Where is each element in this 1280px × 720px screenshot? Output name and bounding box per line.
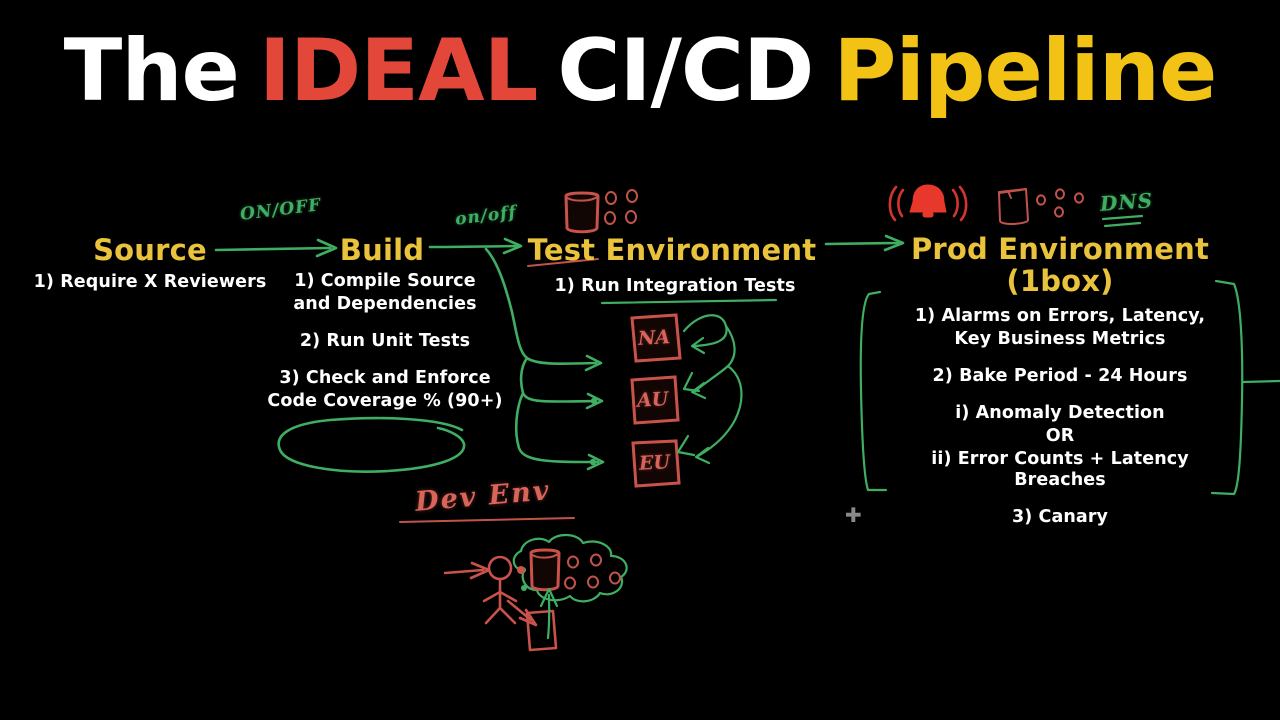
title-word-cicd: CI/CD — [557, 21, 814, 121]
stage-body-test-environment: 1) Run Integration Tests — [530, 276, 820, 297]
stage-heading-test-environment: Test Environment — [527, 233, 817, 267]
stage-body-source: 1) Require X Reviewers — [20, 272, 280, 293]
test-item-1: 1) Run Integration Tests — [554, 276, 796, 296]
underline-test-word — [527, 258, 599, 267]
prod-heading-line-2: (1box) — [1006, 264, 1114, 298]
dev-env-box-to-cloud-arrow — [539, 587, 559, 640]
prod-item-1: 1) Alarms on Errors, Latency, Key Busine… — [914, 306, 1206, 349]
stage-body-build: 1) Compile Source and Dependencies 2) Ru… — [265, 271, 505, 412]
ink-label-dns: DNS — [1099, 188, 1154, 216]
arrow-test-to-prod — [824, 234, 905, 252]
prod-item-4: 3) Canary — [1011, 507, 1109, 527]
source-item-1: 1) Require X Reviewers — [33, 272, 267, 292]
prod-env-instance-dots-icon — [1036, 188, 1084, 218]
dev-env-person-stick-figure-icon — [482, 555, 518, 625]
region-label-au: AU — [636, 388, 669, 412]
region-box-au — [630, 375, 680, 425]
build-item-3: 3) Check and Enforce Code Coverage % (90… — [267, 368, 503, 411]
arrow-source-to-build — [214, 238, 338, 258]
stage-body-prod-environment: 1) Alarms on Errors, Latency, Key Busine… — [890, 306, 1230, 528]
region-box-na — [630, 313, 682, 363]
stage-heading-source: Source — [93, 233, 207, 267]
stage-heading-build: Build — [339, 233, 425, 267]
arrow-build-to-test — [428, 237, 523, 255]
underline-integration-tests — [600, 298, 778, 305]
region-label-na: NA — [637, 326, 671, 350]
dev-env-connection-dot — [517, 566, 525, 574]
prod-heading-line-1: Prod Environment — [910, 232, 1210, 266]
title-word-pipeline: Pipeline — [833, 21, 1217, 121]
dev-env-cloud-instance-dots-icon — [564, 553, 621, 590]
prod-item-2: 2) Bake Period - 24 Hours — [932, 366, 1188, 386]
prod-env-alarm-bell-icon — [888, 184, 968, 222]
dev-env-cloud-database-icon — [529, 548, 561, 592]
prod-right-bracket — [1210, 279, 1280, 496]
region-box-eu — [631, 439, 681, 488]
branch-tree-to-regions — [484, 247, 605, 471]
region-feedback-arrows — [676, 314, 743, 465]
build-item-2: 2) Run Unit Tests — [299, 331, 471, 351]
dns-underline — [1101, 214, 1144, 228]
title-word-the: The — [63, 21, 240, 121]
stage-heading-prod-environment: Prod Environment (1box) — [900, 233, 1220, 297]
title-word-ideal: IDEAL — [258, 21, 538, 121]
prod-env-database-cylinder-icon — [998, 188, 1029, 225]
region-label-eu: EU — [638, 451, 671, 475]
dev-env-underline — [399, 517, 575, 523]
prod-item-3: i) Anomaly Detection OR ii) Error Counts… — [931, 403, 1189, 490]
test-env-instance-dots-icon — [604, 189, 638, 225]
cursor-crosshair-icon: ✚ — [845, 503, 862, 527]
green-oval-highlight — [277, 416, 466, 473]
dev-env-incoming-arrow — [443, 561, 491, 580]
prod-left-bracket — [859, 290, 888, 492]
dev-env-laptop-box-icon — [525, 609, 558, 652]
test-env-database-cylinder-icon — [564, 191, 600, 234]
build-item-1: 1) Compile Source and Dependencies — [293, 271, 477, 314]
